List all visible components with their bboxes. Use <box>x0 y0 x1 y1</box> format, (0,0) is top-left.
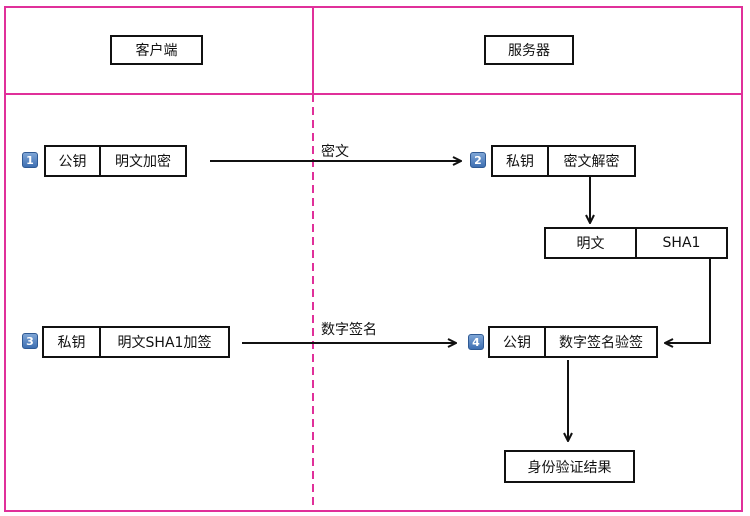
step-3-action: 明文SHA1加签 <box>99 326 230 358</box>
step-1-key: 公钥 <box>44 145 101 177</box>
outer-frame <box>4 6 743 512</box>
step-1-action: 明文加密 <box>99 145 187 177</box>
step-2-key: 私钥 <box>491 145 549 177</box>
step-4-action: 数字签名验签 <box>544 326 658 358</box>
signature-arrow-label: 数字签名 <box>321 322 377 338</box>
sha1-box: SHA1 <box>635 227 728 259</box>
plaintext-box: 明文 <box>544 227 637 259</box>
step-4-key: 公钥 <box>488 326 546 358</box>
step-4-badge: 4 <box>468 334 484 350</box>
server-lane-header: 服务器 <box>484 35 574 65</box>
client-lane-header: 客户端 <box>110 35 203 65</box>
step-3-badge: 3 <box>22 333 38 349</box>
sha1-to-verify-arrow <box>666 258 711 343</box>
step-2-action: 密文解密 <box>547 145 636 177</box>
cipher-arrow-label: 密文 <box>321 144 349 160</box>
step-2-badge: 2 <box>470 152 486 168</box>
auth-result-box: 身份验证结果 <box>504 450 635 483</box>
step-3-key: 私钥 <box>42 326 101 358</box>
step-1-badge: 1 <box>22 152 38 168</box>
